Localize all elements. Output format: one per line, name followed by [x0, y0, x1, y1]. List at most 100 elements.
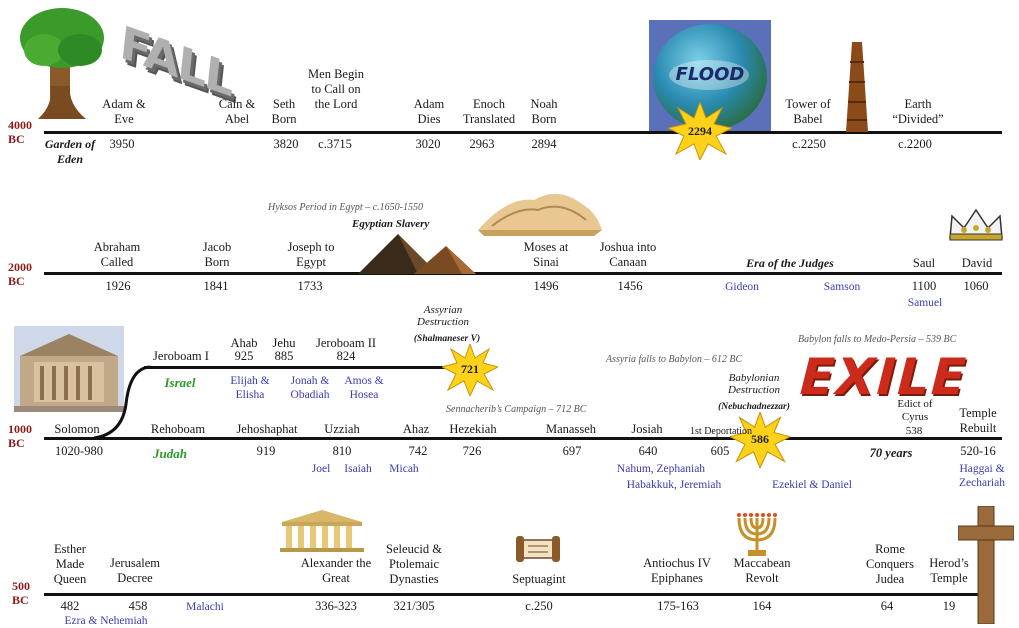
note-hyksos: Hyksos Period in Egypt – c.1650-1550	[268, 202, 423, 213]
exile-graphic: EXILE	[793, 348, 975, 406]
year-824: 824	[336, 349, 356, 363]
year-1841: 1841	[203, 279, 229, 293]
era-marker-4000: 4000 BC	[8, 118, 32, 146]
year-1100: 1100	[911, 279, 937, 293]
era-egyptian-slavery: Egyptian Slavery	[352, 218, 430, 230]
prophet-haggai-zechariah: Haggai & Zechariah	[959, 463, 1005, 489]
label-moses: Moses at Sinai	[523, 240, 569, 269]
year-726: 726	[462, 444, 482, 458]
era-suffix: BC	[8, 132, 25, 146]
era-year: 1000	[8, 422, 32, 436]
label-jeroboam-i: Jeroboam I	[153, 349, 209, 363]
label-judges: Era of the Judges	[746, 256, 834, 270]
cross-image	[958, 506, 1014, 624]
label-ahab: Ahab	[230, 336, 258, 350]
babylonian-year: 586	[751, 432, 769, 446]
mount-sinai-image	[478, 193, 602, 236]
year-3820: 3820	[273, 137, 299, 151]
era-marker-1000: 1000 BC	[8, 422, 32, 450]
era-year: 4000	[8, 118, 32, 132]
label-noah-born: Noah Born	[530, 97, 558, 126]
israel-branch-curve	[93, 365, 151, 440]
label-abraham: Abraham Called	[93, 240, 141, 269]
year-164: 164	[752, 599, 772, 613]
era-marker-2000: 2000 BC	[8, 260, 32, 288]
era-year: 500	[12, 579, 30, 593]
year-3020: 3020	[415, 137, 441, 151]
label-israel: Israel	[164, 375, 196, 390]
note-assyria-falls: Assyria falls to Babylon – 612 BC	[606, 354, 743, 365]
flood-star	[668, 102, 732, 160]
label-ahaz: Ahaz	[402, 422, 430, 436]
exile-text: EXILE	[792, 348, 975, 406]
era-suffix: BC	[12, 593, 29, 607]
year-2894: 2894	[531, 137, 557, 151]
prophet-amos-hosea: Amos & Hosea	[344, 375, 384, 401]
timeline-line-4000	[44, 131, 1002, 134]
label-seleucid: Seleucid & Ptolemaic Dynasties	[386, 542, 442, 586]
prophet-ezra-nehemiah: Ezra & Nehemiah	[64, 615, 148, 627]
menorah-image	[737, 513, 777, 556]
label-solomon: Solomon	[54, 422, 100, 436]
year-482: 482	[60, 599, 80, 613]
label-seth-born: Seth Born	[271, 97, 297, 126]
label-joshua: Joshua into Canaan	[599, 240, 657, 269]
label-joseph: Joseph to Egypt	[287, 240, 335, 269]
assyrian-sub-label: (Shalmaneser V)	[413, 334, 481, 344]
label-rome-conquers: Rome Conquers Judea	[866, 542, 914, 586]
year-919: 919	[256, 444, 276, 458]
era-year: 2000	[8, 260, 32, 274]
year-885: 885	[274, 349, 294, 363]
tower-babel-image	[846, 42, 868, 132]
prophet-elijah-elisha: Elijah & Elisha	[230, 375, 270, 401]
solomon-temple-image	[14, 326, 124, 412]
label-tower-babel: Tower of Babel	[785, 97, 831, 126]
parthenon-image	[280, 510, 364, 552]
label-jerusalem-decree: Jerusalem Decree	[110, 556, 160, 585]
flood-image: FLOOD	[649, 20, 771, 131]
label-adam-eve: Adam & Eve	[102, 97, 146, 126]
year-c3715: c.3715	[318, 137, 352, 151]
label-septuagint: Septuagint	[512, 572, 566, 586]
assyrian-star	[442, 344, 498, 396]
fall-graphic: FALL	[117, 15, 234, 107]
label-judah: Judah	[153, 446, 187, 461]
prophet-jonah-obadiah: Jonah & Obadiah	[290, 375, 330, 401]
year-c2200: c.2200	[898, 137, 932, 151]
label-uzziah: Uzziah	[324, 422, 360, 436]
flood-year: 2294	[688, 124, 712, 138]
tree-image	[20, 8, 104, 119]
label-cain-abel: Cain & Abel	[218, 97, 256, 126]
year-1020-980: 1020-980	[55, 444, 103, 458]
year-1456: 1456	[617, 279, 643, 293]
timeline-line-2000	[44, 272, 1002, 275]
year-810: 810	[332, 444, 352, 458]
era-marker-500: 500 BC	[12, 579, 30, 607]
label-70-years: 70 years	[869, 446, 913, 460]
prophet-ezekiel-daniel: Ezekiel & Daniel	[772, 479, 852, 491]
flood-text: FLOOD	[675, 64, 745, 85]
label-josiah: Josiah	[631, 422, 663, 436]
year-520-16: 520-16	[960, 444, 996, 458]
prophet-malachi: Malachi	[186, 601, 224, 613]
year-321-305: 321/305	[393, 599, 435, 613]
babylonian-star	[730, 412, 790, 468]
label-enoch: Enoch Translated	[462, 97, 516, 126]
prophet-samuel: Samuel	[907, 297, 943, 309]
year-605: 605	[710, 444, 730, 458]
label-manasseh: Manasseh	[546, 422, 596, 436]
label-jeroboam-ii: Jeroboam II	[315, 336, 377, 350]
label-temple-rebuilt: Temple Rebuilt	[959, 406, 997, 435]
year-c2250: c.2250	[792, 137, 826, 151]
year-640: 640	[638, 444, 658, 458]
year-64: 64	[880, 599, 894, 613]
label-rehoboam: Rehoboam	[150, 422, 206, 436]
babylonian-destruction-label: Babylonian Destruction	[728, 372, 780, 396]
year-175-163: 175-163	[657, 599, 699, 613]
scroll-image	[516, 536, 560, 562]
assyrian-year: 721	[461, 362, 479, 376]
year-925: 925	[234, 349, 254, 363]
label-hezekiah: Hezekiah	[449, 422, 497, 436]
label-jacob: Jacob Born	[202, 240, 232, 269]
prophet-gideon: Gideon	[725, 281, 759, 293]
